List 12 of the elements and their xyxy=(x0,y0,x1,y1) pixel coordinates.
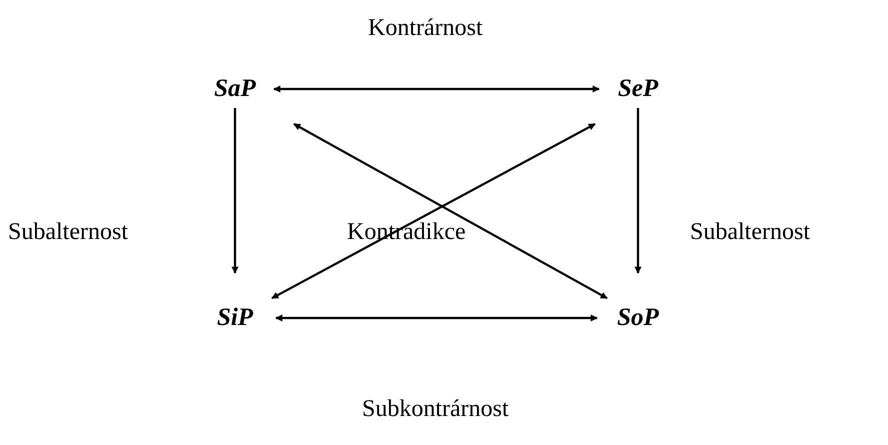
edge-label: Kontrárnost xyxy=(368,14,483,42)
arrow xyxy=(232,108,238,274)
proposition-label: SoP xyxy=(603,303,673,333)
arrow xyxy=(273,86,600,92)
arrow xyxy=(275,314,598,322)
proposition-label: SiP xyxy=(200,303,270,333)
proposition-label: SaP xyxy=(200,74,270,104)
proposition-label: SeP xyxy=(603,74,673,104)
arrow xyxy=(634,108,642,274)
edge-label: Subalternost xyxy=(690,218,810,246)
edge-label: Subkontrárnost xyxy=(362,395,509,423)
edge-label: Subalternost xyxy=(8,218,128,246)
